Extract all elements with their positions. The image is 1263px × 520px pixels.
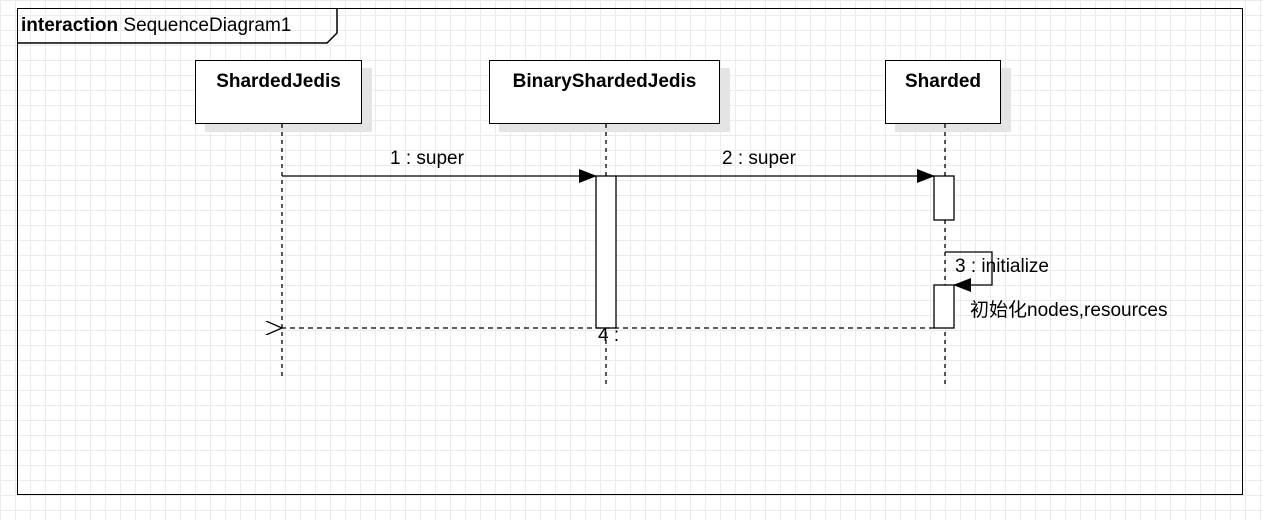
- interaction-frame: [17, 8, 1243, 495]
- frame-tab-outline: [17, 8, 338, 44]
- note-initialize: 初始化nodes,resources: [970, 300, 1168, 321]
- message-4-label: 4 :: [598, 325, 620, 346]
- frame-title: interaction SequenceDiagram1: [17, 8, 291, 43]
- lifeline-sharded-jedis[interactable]: ShardedJedis: [195, 60, 362, 124]
- message-3-label: 3 : initialize: [955, 256, 1049, 277]
- activation-sharded-1[interactable]: [933, 175, 955, 221]
- frame-name: SequenceDiagram1: [123, 15, 292, 36]
- message-2-label: 2 : super: [722, 148, 796, 169]
- message-3-self-arrow[interactable]: [945, 251, 993, 292]
- lifeline-binary-sharded-jedis[interactable]: BinaryShardedJedis: [489, 60, 720, 124]
- lifeline-sharded[interactable]: Sharded: [885, 60, 1001, 124]
- lifeline-label: Sharded: [904, 71, 982, 92]
- message-1-label: 1 : super: [390, 148, 464, 169]
- lifeline-label: BinaryShardedJedis: [512, 71, 697, 92]
- frame-keyword: interaction: [21, 15, 119, 36]
- lifeline-label: ShardedJedis: [216, 71, 341, 92]
- activation-binary-sharded-jedis[interactable]: [595, 175, 617, 329]
- activation-sharded-2[interactable]: [933, 284, 955, 329]
